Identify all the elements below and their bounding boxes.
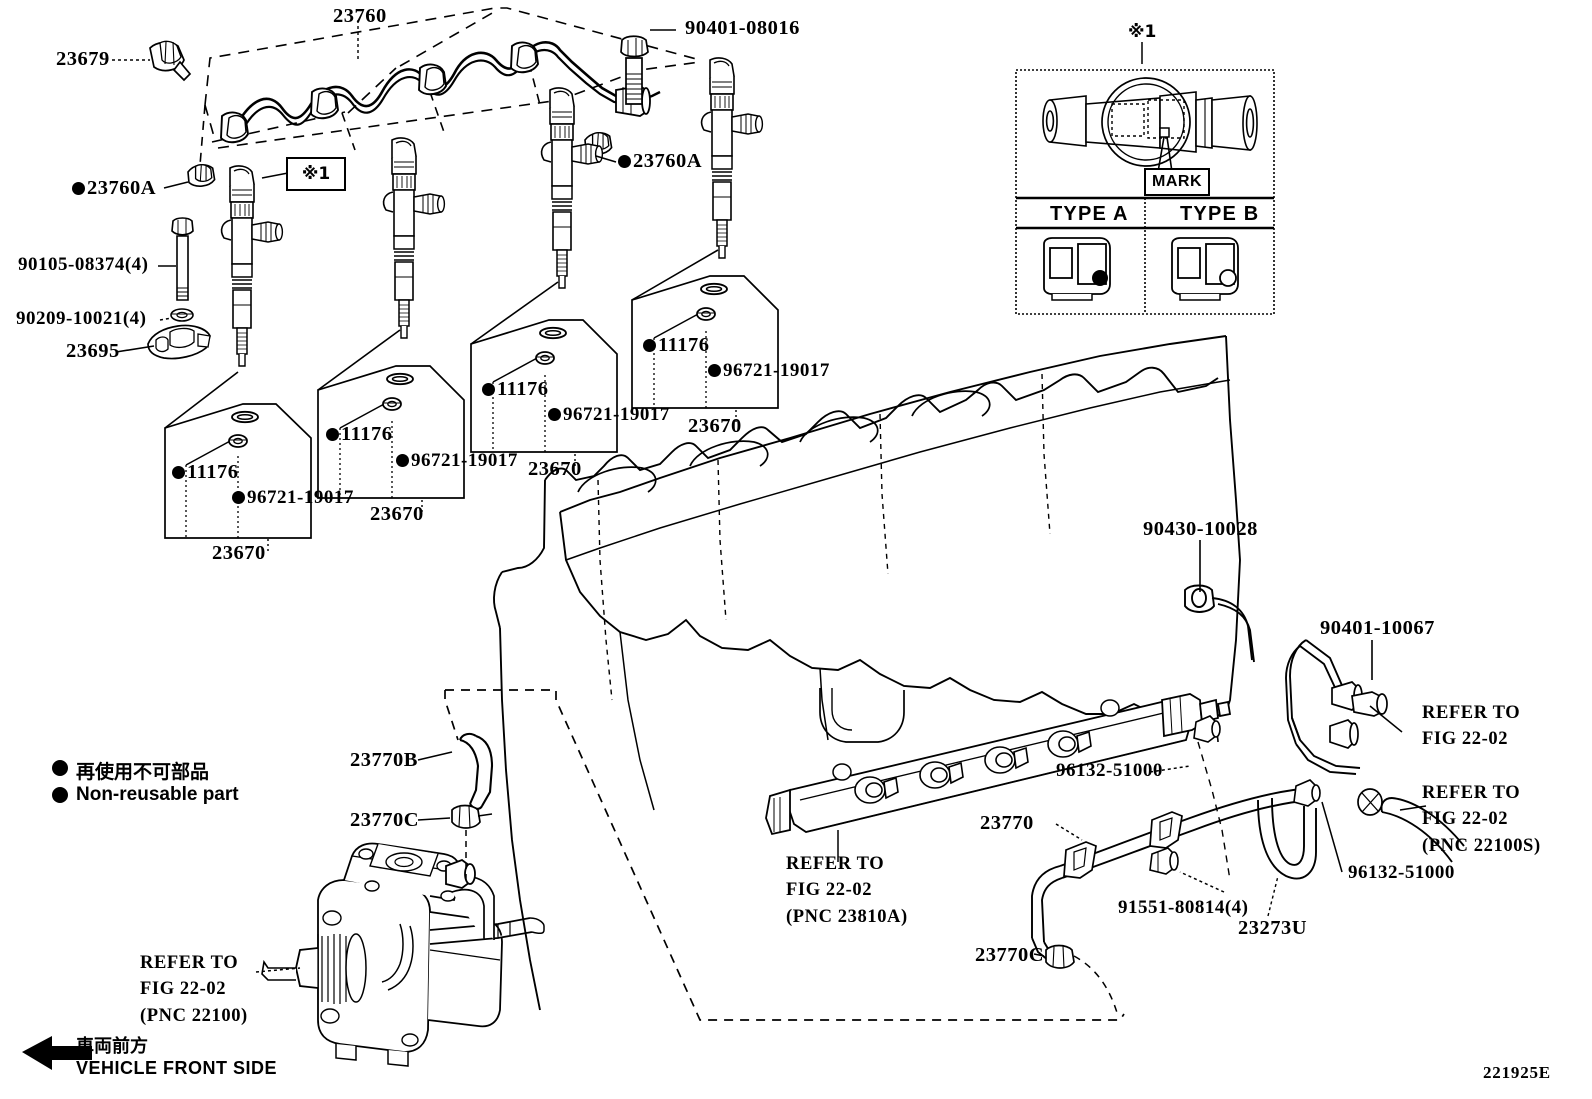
legend-bullet-jp — [52, 760, 68, 776]
seal-23760a-left — [187, 163, 216, 187]
label-gasket-11176-2: 11176 — [326, 423, 393, 446]
supply-pump — [261, 842, 545, 1067]
inset-box — [1015, 69, 1275, 315]
nonreusable-dot — [72, 182, 85, 195]
label-clip-23770c-upper: 23770C — [350, 809, 420, 831]
label-gasket-11176-1: 11176 — [172, 461, 239, 484]
nonreusable-dot — [482, 383, 495, 396]
fuel-pipe-23760 — [199, 7, 701, 166]
label-pipe-23273u: 23273U — [1238, 917, 1308, 939]
nonreusable-dot — [232, 491, 245, 504]
nonreusable-dot — [708, 364, 721, 377]
label-oring-96721-4: 96721-19017 — [708, 360, 830, 382]
label-clamp-23695: 23695 — [66, 340, 120, 362]
nonreusable-dot — [396, 454, 409, 467]
fuel-return-lines — [1031, 584, 1465, 1017]
inset-note-symbol: ※1 — [1128, 22, 1157, 42]
nonreusable-dot — [618, 155, 631, 168]
legend-bullet-en — [52, 787, 68, 803]
banjo-bolt-90401-08016 — [620, 35, 649, 105]
front-direction-arrow — [22, 1036, 92, 1070]
label-hose-23770b: 23770B — [350, 749, 418, 771]
label-hose-23770: 23770 — [980, 812, 1034, 834]
bracket-group-3 — [470, 281, 618, 466]
injector-1 — [220, 165, 284, 367]
bolt-90105-08374 — [171, 217, 194, 301]
label-injector-23670-1: 23670 — [212, 542, 266, 564]
legend-text-english: Non-reusable part — [76, 784, 239, 805]
front-label-english: VEHICLE FRONT SIDE — [76, 1058, 278, 1078]
injector-2 — [382, 137, 446, 339]
legend-text-japanese: 再使用不可部品 — [76, 761, 210, 783]
front-label-japanese: 車両前方 — [76, 1036, 148, 1057]
label-clip-96132-upper: 96132-51000 — [1056, 760, 1163, 781]
bracket-group-2 — [317, 329, 465, 512]
nonreusable-dot — [548, 408, 561, 421]
dashed-region — [444, 689, 1125, 1021]
refer-note-hose-lower: REFER TO FIG 22-02 (PNC 22100S) — [1422, 783, 1541, 856]
nonreusable-dot — [172, 466, 185, 479]
nut-90209-10021 — [170, 308, 194, 322]
label-gasket-11176-4: 11176 — [643, 334, 710, 357]
mark-label-box: MARK — [1144, 168, 1210, 196]
label-bolt-90401-10067: 90401-10067 — [1320, 617, 1435, 639]
label-clip-96132-lower: 96132-51000 — [1348, 862, 1455, 883]
clamp-23695 — [147, 324, 211, 360]
label-seal-23760a-right: 23760A — [618, 150, 702, 173]
label-pipe-23760: 23760 — [333, 5, 387, 27]
label-nut-90209: 90209-10021(4) — [16, 308, 147, 329]
label-oring-96721-3: 96721-19017 — [548, 404, 670, 426]
label-clip-91551: 91551-80814(4) — [1118, 897, 1249, 918]
note-callout-box: ※1 — [286, 157, 346, 191]
nonreusable-dot — [643, 339, 656, 352]
refer-note-rail: REFER TO FIG 22-02 (PNC 23810A) — [786, 854, 908, 927]
injector-3 — [540, 87, 604, 289]
type-a-header: TYPE A — [1050, 203, 1129, 225]
label-oring-96721-1: 96721-19017 — [232, 487, 354, 509]
label-injector-23670-3: 23670 — [528, 458, 582, 480]
label-seal-23760a-left: 23760A — [72, 177, 156, 200]
clip-23770c-upper — [451, 804, 493, 829]
injector-4 — [700, 57, 764, 259]
label-bolt-90105: 90105-08374(4) — [18, 254, 149, 275]
common-rail — [765, 693, 1232, 836]
type-b-header: TYPE B — [1180, 203, 1260, 225]
figure-code: 221925E — [1483, 1063, 1551, 1082]
label-gasket-11176-3: 11176 — [482, 378, 549, 401]
refer-note-hose-upper: REFER TO FIG 22-02 — [1422, 703, 1521, 750]
label-clip-23770c-lower: 23770C — [975, 944, 1045, 966]
clamp-23679 — [149, 40, 192, 82]
hose-23770b — [459, 732, 494, 810]
nonreusable-dot — [326, 428, 339, 441]
refer-note-pump: REFER TO FIG 22-02 (PNC 22100) — [140, 953, 248, 1026]
label-injector-23670-4: 23670 — [688, 415, 742, 437]
label-oring-96721-2: 96721-19017 — [396, 450, 518, 472]
label-injector-23670-2: 23670 — [370, 503, 424, 525]
label-bolt-90401-08016: 90401-08016 — [685, 17, 800, 39]
label-nut-90430-10028: 90430-10028 — [1143, 518, 1258, 540]
label-clamp-23679: 23679 — [56, 48, 110, 70]
